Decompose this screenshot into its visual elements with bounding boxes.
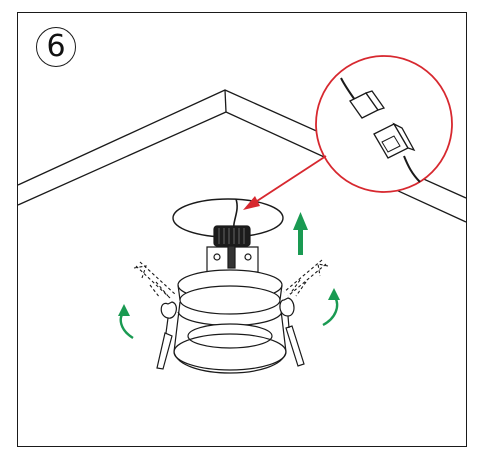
clip-motion-left: [133, 261, 177, 299]
spring-clip-left: [156, 301, 177, 370]
connector-callout: [315, 55, 453, 193]
arrow-up-icon: [293, 212, 308, 255]
rotate-cw-icon: [322, 288, 340, 327]
spring-clip-right: [279, 297, 305, 367]
downlight-fixture: [173, 225, 287, 374]
step-number-badge: 6: [36, 27, 76, 67]
rotate-ccw-icon: [118, 304, 134, 340]
callout-pointer-arrow: [243, 155, 327, 210]
clip-motion-right: [283, 259, 329, 297]
